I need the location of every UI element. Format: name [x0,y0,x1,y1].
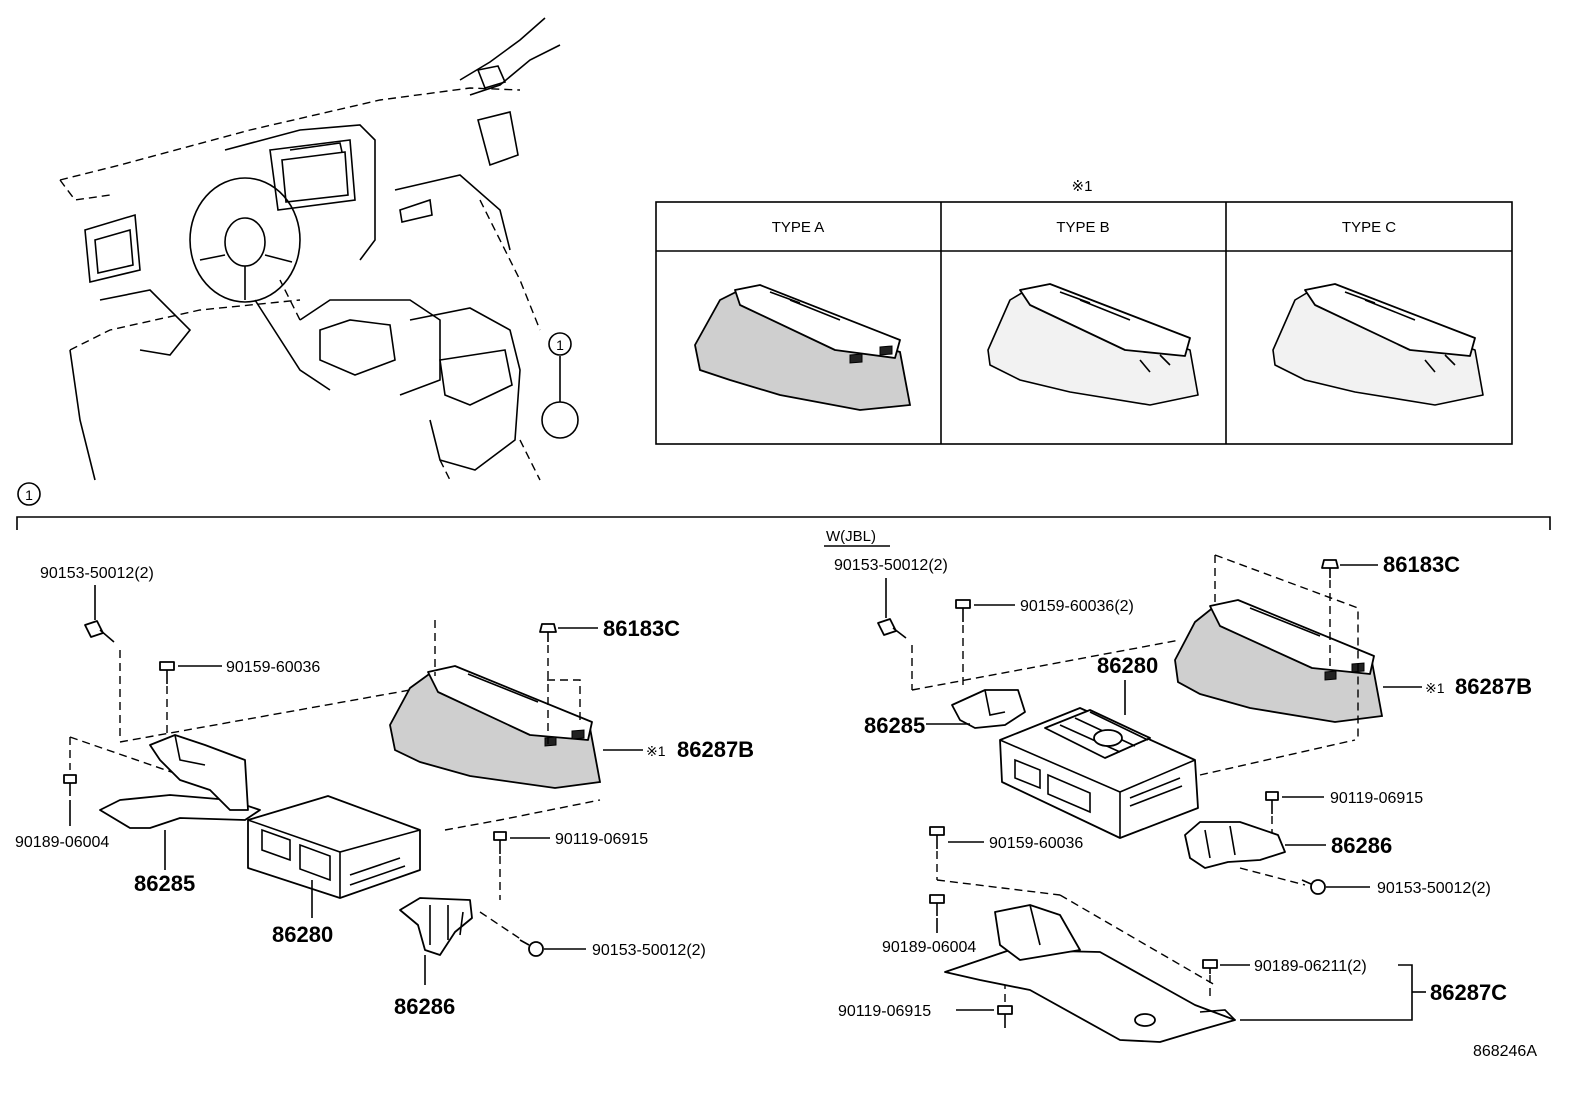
right-label-p10: 90153-50012(2) [1377,880,1491,897]
type-b-console [987,283,1199,406]
right-label-p13: 86287C [1430,980,1507,1005]
amplifier-unit-86280 [247,795,421,899]
bracket-86285-right [951,689,1026,729]
type-table-frame [655,201,1513,445]
right-label-p6: 86285 [864,713,925,738]
type-table-mark: ※1 [1072,178,1093,195]
right-label-p14: 90119-06915 [838,1003,931,1020]
type-c-label: TYPE C [1342,219,1396,236]
type-table: ※1 TYPE A TYPE B TYPE C [655,178,1513,445]
ref-circle-target [541,401,579,439]
dashboard-illustration: 1 [59,17,579,481]
section-bracket: 1 W(JBL) [16,482,1551,547]
amplifier-unit-86280-jbl [999,707,1199,839]
screw-icon [955,599,971,622]
left-assembly: 90153-50012(2) 90159-60036 90189-06004 8… [15,565,754,1019]
right-label-p12: 90189-06211(2) [1254,958,1367,975]
left-label-p7b: 86287B [677,737,754,762]
console-86287b-left [389,665,602,789]
left-label-p1: 90153-50012(2) [40,565,154,582]
right-label-p8: 86286 [1331,833,1392,858]
left-label-p10: 90153-50012(2) [592,942,706,959]
variant-label: W(JBL) [826,528,876,545]
left-label-p2: 90159-60036 [226,659,320,676]
left-label-p9: 86286 [394,994,455,1019]
bolt-icon [1301,879,1326,895]
right-assembly: 90153-50012(2) 90159-60036(2) 86280 [834,552,1532,1043]
ref-circle-marker [548,332,572,356]
clip-icon [1321,559,1339,578]
bolt-icon [519,939,544,957]
bolt-icon [877,618,907,639]
right-label-p5: ※1 [1425,680,1445,696]
screw-icon [929,826,945,849]
screw-icon [1202,959,1218,974]
section-ref-label: 1 [25,487,33,503]
figure-id: 868246A [1473,1043,1537,1060]
right-label-p7: 90119-06915 [1330,790,1423,807]
screw-icon [159,661,175,684]
left-label-p4: 86285 [134,871,195,896]
screw-icon [929,894,945,916]
bracket-86286-left [399,897,473,956]
bracket-86285 [99,734,261,829]
bracket-86286-right [1184,821,1286,869]
left-label-p5: 86280 [272,922,333,947]
left-label-p7: ※1 [646,743,666,759]
type-c-console [1272,283,1484,406]
right-label-p9: 90159-60036 [989,835,1083,852]
right-label-p11: 90189-06004 [882,939,976,956]
right-label-p1: 90153-50012(2) [834,557,948,574]
screw-icon [997,1005,1013,1028]
bolt-icon [84,620,115,643]
ref-circle-label: 1 [556,337,564,353]
right-label-p3: 86280 [1097,653,1158,678]
screw-icon [63,774,77,796]
type-a-console [694,284,912,411]
right-label-p5b: 86287B [1455,674,1532,699]
left-label-p3: 90189-06004 [15,834,109,851]
right-label-p2: 90159-60036(2) [1020,598,1134,615]
screw-icon [1265,791,1279,814]
screw-icon [493,831,507,854]
left-label-p6: 86183C [603,616,680,641]
clip-icon [539,623,557,642]
type-a-label: TYPE A [772,219,825,236]
cover-plate-86287c [944,904,1236,1043]
right-label-p4: 86183C [1383,552,1460,577]
type-b-label: TYPE B [1056,219,1109,236]
console-86287b-right [1174,599,1384,723]
left-label-p8: 90119-06915 [555,831,648,848]
